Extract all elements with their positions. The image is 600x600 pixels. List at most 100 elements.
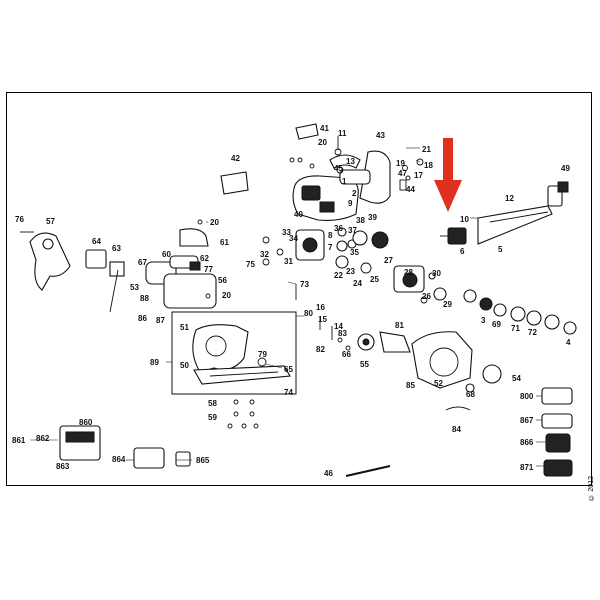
part-label: 68 xyxy=(466,390,475,399)
highlight-arrow xyxy=(434,138,462,212)
part-label: 863 xyxy=(56,462,70,471)
part-label: 17 xyxy=(414,171,423,180)
part-label: 65 xyxy=(284,365,293,374)
base-plate-group xyxy=(171,311,297,395)
part-label: 12 xyxy=(505,194,514,203)
part-label: 42 xyxy=(231,154,240,163)
part-label: 62 xyxy=(200,254,209,263)
gear-cluster xyxy=(262,227,447,304)
screw-group-bottom xyxy=(227,318,351,429)
part-label: 6 xyxy=(460,247,465,256)
handle-assembly-left xyxy=(20,219,217,313)
part-label: 54 xyxy=(512,374,521,383)
part-label: 864 xyxy=(112,455,126,464)
part-label: 39 xyxy=(368,213,377,222)
part-label: 86 xyxy=(138,314,147,323)
armature-shaft xyxy=(440,181,569,245)
part-label: 22 xyxy=(334,271,343,280)
part-label: 63 xyxy=(112,244,121,253)
part-label: 27 xyxy=(384,256,393,265)
part-label: 14 xyxy=(334,322,343,331)
part-label: 21 xyxy=(422,145,431,154)
part-label: 83 xyxy=(338,329,347,338)
part-label: 37 xyxy=(348,226,357,235)
part-label: 79 xyxy=(258,350,267,359)
part-label: 89 xyxy=(150,358,159,367)
part-label: 56 xyxy=(218,276,227,285)
label-card-42 xyxy=(220,171,249,195)
part-label: 20 xyxy=(318,138,327,147)
part-label: 865 xyxy=(196,456,210,465)
part-label: 35 xyxy=(350,248,359,257)
part-label: 7 xyxy=(328,243,333,252)
part-label: 58 xyxy=(208,399,217,408)
part-label: 871 xyxy=(520,463,534,472)
part-label: 80 xyxy=(304,309,313,318)
part-label: 55 xyxy=(360,360,369,369)
part-label: 13 xyxy=(346,157,355,166)
leader-lines xyxy=(30,147,546,467)
part-label: 82 xyxy=(316,345,325,354)
part-label: 64 xyxy=(92,237,101,246)
part-label: 46 xyxy=(324,469,333,478)
part-label: 71 xyxy=(511,324,520,333)
part-label: 24 xyxy=(353,279,362,288)
part-label: 77 xyxy=(204,265,213,274)
part-label: 43 xyxy=(376,131,385,140)
part-label: 51 xyxy=(180,323,189,332)
part-label: 69 xyxy=(492,320,501,329)
part-label: 2 xyxy=(352,189,357,198)
part-label: 861 xyxy=(12,436,26,445)
part-label: 59 xyxy=(208,413,217,422)
part-label: 23 xyxy=(346,267,355,276)
part-label: 73 xyxy=(300,280,309,289)
blade-guard xyxy=(357,331,502,411)
part-label: 85 xyxy=(406,381,415,390)
part-label: 5 xyxy=(498,245,503,254)
part-label: 47 xyxy=(398,169,407,178)
part-label: 33 xyxy=(282,228,291,237)
part-label: 40 xyxy=(294,210,303,219)
part-label: 66 xyxy=(342,350,351,359)
part-labels: 41 11 43 21 20 13 45 19 18 47 17 44 42 1… xyxy=(12,124,571,478)
part-label: 34 xyxy=(289,234,298,243)
diagram-frame xyxy=(6,92,592,486)
part-label: 15 xyxy=(318,315,327,324)
part-label: 20 xyxy=(222,291,231,300)
part-label: 867 xyxy=(520,416,534,425)
part-label: 81 xyxy=(395,321,404,330)
part-label: 75 xyxy=(246,260,255,269)
part-label: 52 xyxy=(434,379,443,388)
part-label: 19 xyxy=(396,159,405,168)
part-label: 87 xyxy=(156,316,165,325)
part-label: 26 xyxy=(422,292,431,301)
part-label: 28 xyxy=(404,268,413,277)
part-label: 16 xyxy=(316,303,325,312)
part-label: 860 xyxy=(79,418,93,427)
part-label: 53 xyxy=(130,283,139,292)
part-label: 88 xyxy=(140,294,149,303)
motor-housing xyxy=(292,150,391,221)
part-label: 57 xyxy=(46,217,55,226)
part-label: 50 xyxy=(180,361,189,370)
part-label: 30 xyxy=(432,269,441,278)
part-label: 60 xyxy=(162,250,171,259)
part-label: 866 xyxy=(520,438,534,447)
part-label: 36 xyxy=(334,224,343,233)
part-label: 18 xyxy=(424,161,433,170)
part-label: 84 xyxy=(452,425,461,434)
part-label: 11 xyxy=(338,129,347,138)
part-label: 41 xyxy=(320,124,329,133)
washer-row xyxy=(463,289,577,335)
part-label: 10 xyxy=(460,215,469,224)
part-label: 45 xyxy=(334,164,343,173)
part-label: 4 xyxy=(566,338,571,347)
part-label: 31 xyxy=(284,257,293,266)
part-label: 862 xyxy=(36,434,50,443)
part-label: 25 xyxy=(370,275,379,284)
part-label: 3 xyxy=(481,316,486,325)
part-label: 38 xyxy=(356,216,365,225)
part-label: 72 xyxy=(528,328,537,337)
accessory-row xyxy=(59,387,573,477)
